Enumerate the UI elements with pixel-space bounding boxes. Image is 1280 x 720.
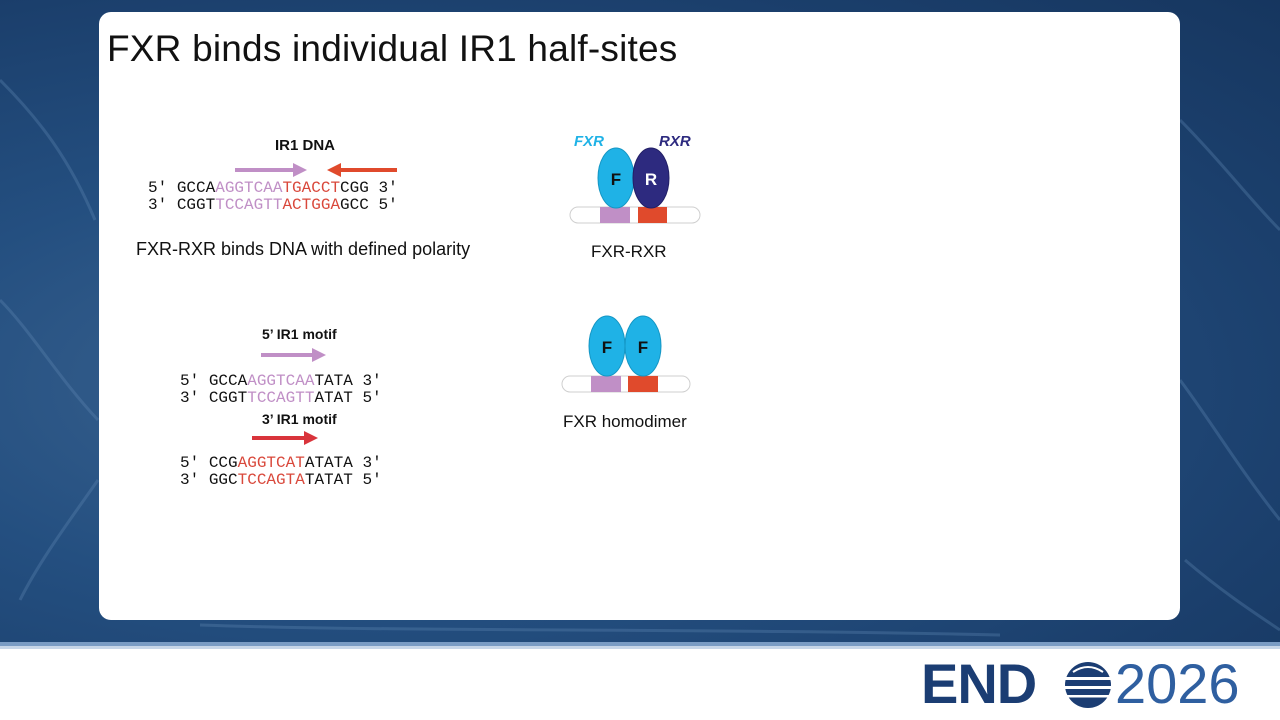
motif5-arrow [261, 348, 326, 362]
motif5-bot-flank: CGGT [208, 389, 248, 407]
motif3-top-p5: 5′ [180, 454, 209, 472]
ir1-caption: FXR-RXR binds DNA with defined polarity [136, 239, 471, 259]
motif3-arrow [252, 431, 318, 445]
ir1-top-flank: GCCA [176, 179, 216, 197]
ir1-bot-p5: 3′ [148, 196, 177, 214]
ir1-dna-label: IR1 DNA [275, 137, 336, 154]
ir1-top-purple-site: AGGTCA [215, 179, 273, 197]
motif3-top-flank2: ATATA [304, 454, 353, 472]
motif3-bottom-strand: 3′ GGCTCCAGTATATAT 5′ [180, 472, 382, 489]
motif5-top-flank2: TATA [314, 372, 353, 390]
slide-title: FXR binds individual IR1 half-sites [107, 28, 678, 69]
motif3-label: 3’ IR1 motif [262, 411, 337, 427]
ir1-top-flank2: CGG [340, 179, 369, 197]
rxr-subunit [632, 147, 670, 209]
ir1-top-red-site: TGACCT [282, 179, 341, 197]
ir1-bottom-strand: 3′ CGGTTCCAGTTACTGGAGCC 5′ [148, 197, 398, 214]
ir1-bot-flank2: GCC [340, 196, 369, 214]
homodimer-purple-site [591, 376, 621, 392]
ir1-top-spacer: A [272, 179, 283, 197]
slide-card: FXR binds individual IR1 half-sites IR1 … [99, 12, 1180, 620]
motif3-top-flank: CCG [208, 454, 238, 472]
motif3-bot-flank2: TATAT [304, 471, 353, 489]
footer-stripe-light [0, 646, 1280, 649]
background-vessels [0, 78, 1280, 637]
motif3-bot-p5: 3′ [180, 471, 209, 489]
ir1-reverse-arrow [327, 163, 397, 177]
fxr-subunit-right [624, 315, 662, 377]
endo-2026-logo: END 2026 [921, 656, 1266, 712]
motif5-bot-flank2: ATAT [314, 389, 353, 407]
ir1-bot-flank: CGGT [176, 196, 216, 214]
ir1-bot-spacer: T [272, 196, 283, 214]
red-half-site [638, 207, 667, 223]
motif3-bot-flank: GGC [208, 471, 238, 489]
motif5-top-p3: 3′ [352, 372, 382, 390]
motif5-top-site: AGGTCAA [247, 372, 315, 390]
motif3-top-site: AGGTCAT [237, 454, 305, 472]
ir1-top-p3: 3′ [368, 179, 398, 197]
motif3-bot-site: TCCAGTA [237, 471, 305, 489]
rxr-label: RXR [659, 133, 691, 150]
fxr-letter-left: F [602, 338, 612, 357]
logo-brand-text: END [921, 652, 1037, 715]
motif5-top-p5: 5′ [180, 372, 209, 390]
homodimer-dna-bar [561, 375, 691, 393]
motif3-top-strand: 5′ CCGAGGTCATATATA 3′ [180, 455, 382, 472]
motif3-top-p3: 3′ [352, 454, 382, 472]
purple-half-site [600, 207, 630, 223]
motif5-bot-p3: 5′ [352, 389, 382, 407]
globe-icon [1065, 662, 1111, 708]
homodimer-caption: FXR homodimer [563, 412, 687, 431]
motif5-top-flank: GCCA [208, 372, 248, 390]
ir1-top-strand: 5′ GCCAAGGTCAATGACCTCGG 3′ [148, 180, 398, 197]
ir1-bot-purple-site: TCCAGT [215, 196, 273, 214]
heterodimer-caption: FXR-RXR [591, 242, 667, 261]
ir1-forward-arrow [235, 163, 307, 177]
rxr-letter: R [645, 170, 657, 189]
ir1-bot-p3: 5′ [368, 196, 398, 214]
motif5-bot-p5: 3′ [180, 389, 209, 407]
ir1-bot-red-site: ACTGGA [282, 196, 341, 214]
dna-bar [569, 206, 701, 224]
footer-stripe [0, 642, 1280, 646]
motif3-bot-p3: 5′ [352, 471, 382, 489]
motif5-label: 5’ IR1 motif [262, 326, 337, 342]
ir1-top-p5: 5′ [148, 179, 177, 197]
motif5-bottom-strand: 3′ CGGTTCCAGTTATAT 5′ [180, 390, 382, 407]
motif5-top-strand: 5′ GCCAAGGTCAATATA 3′ [180, 373, 382, 390]
fxr-letter-right: F [638, 338, 648, 357]
logo-year-text: 2026 [1115, 652, 1240, 715]
motif5-bot-site: TCCAGTT [247, 389, 315, 407]
homodimer-red-site [628, 376, 658, 392]
fxr-rxr-diagram: FXR RXR F R [569, 133, 701, 224]
fxr-homodimer-diagram: F F [561, 315, 691, 393]
fxr-label: FXR [574, 133, 604, 150]
fxr-letter: F [611, 170, 621, 189]
